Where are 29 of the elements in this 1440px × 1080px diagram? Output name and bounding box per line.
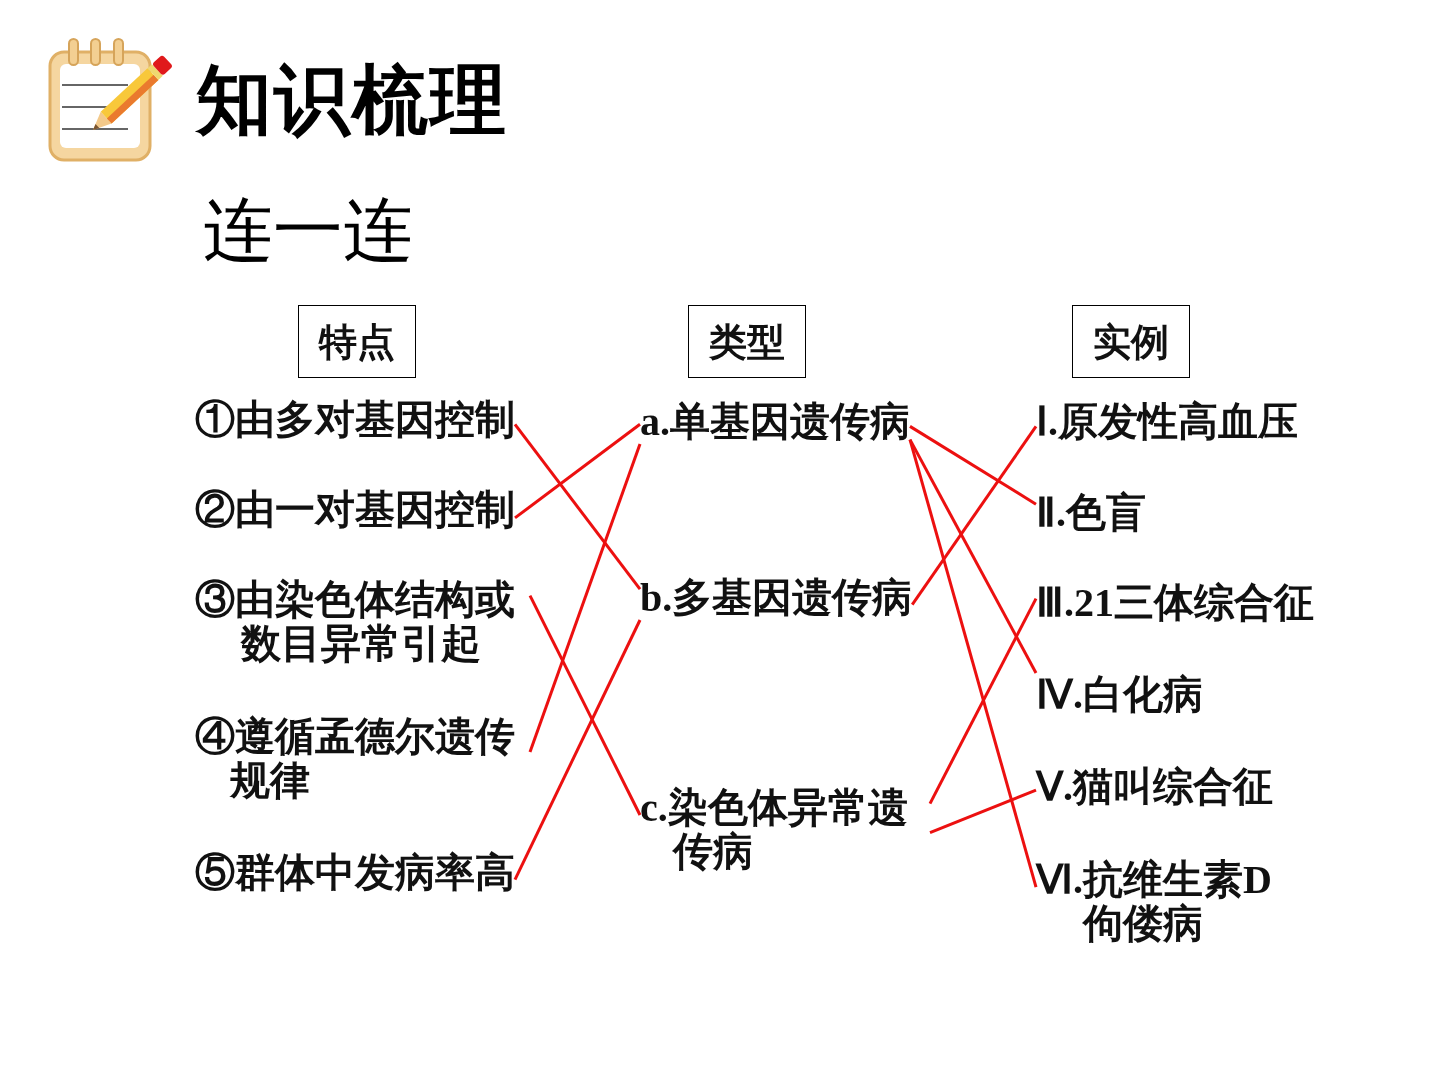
connector-line bbox=[528, 594, 642, 816]
connector-line bbox=[908, 439, 1038, 888]
example-item: Ⅴ.猫叫综合征 bbox=[1036, 765, 1273, 809]
feature-item: ③由染色体结构或数目异常引起 bbox=[195, 578, 530, 666]
type-item: c.染色体异常遗传病 bbox=[640, 786, 930, 874]
feature-item: ④遵循孟德尔遗传规律 bbox=[195, 715, 530, 803]
feature-item: ②由一对基因控制 bbox=[195, 488, 515, 532]
feature-item: ①由多对基因控制 bbox=[195, 398, 515, 442]
connector-line bbox=[528, 443, 642, 753]
connector-line bbox=[929, 788, 1037, 835]
connector-line bbox=[909, 425, 1037, 506]
feature-item: ⑤群体中发病率高 bbox=[195, 851, 515, 895]
column-header-box: 实例 bbox=[1072, 305, 1190, 378]
connector-line bbox=[514, 423, 641, 520]
connector-line bbox=[911, 425, 1038, 606]
instruction-heading: 连一连 bbox=[203, 194, 413, 268]
connector-line bbox=[928, 597, 1038, 805]
type-item: b.多基因遗传病 bbox=[640, 576, 913, 620]
example-item: Ⅵ.抗维生素D佝偻病 bbox=[1036, 858, 1294, 946]
connector-line bbox=[513, 619, 642, 881]
column-header-box: 类型 bbox=[688, 305, 806, 378]
column-header-box: 特点 bbox=[298, 305, 416, 378]
example-item: Ⅲ.21三体综合征 bbox=[1036, 581, 1314, 625]
connector-line bbox=[513, 423, 642, 591]
page-title: 知识梳理 bbox=[196, 60, 508, 140]
example-item: Ⅳ.白化病 bbox=[1036, 673, 1203, 717]
type-item: a.单基因遗传病 bbox=[640, 400, 910, 444]
example-item: Ⅱ.色盲 bbox=[1036, 491, 1146, 535]
example-item: Ⅰ.原发性高血压 bbox=[1036, 400, 1298, 444]
